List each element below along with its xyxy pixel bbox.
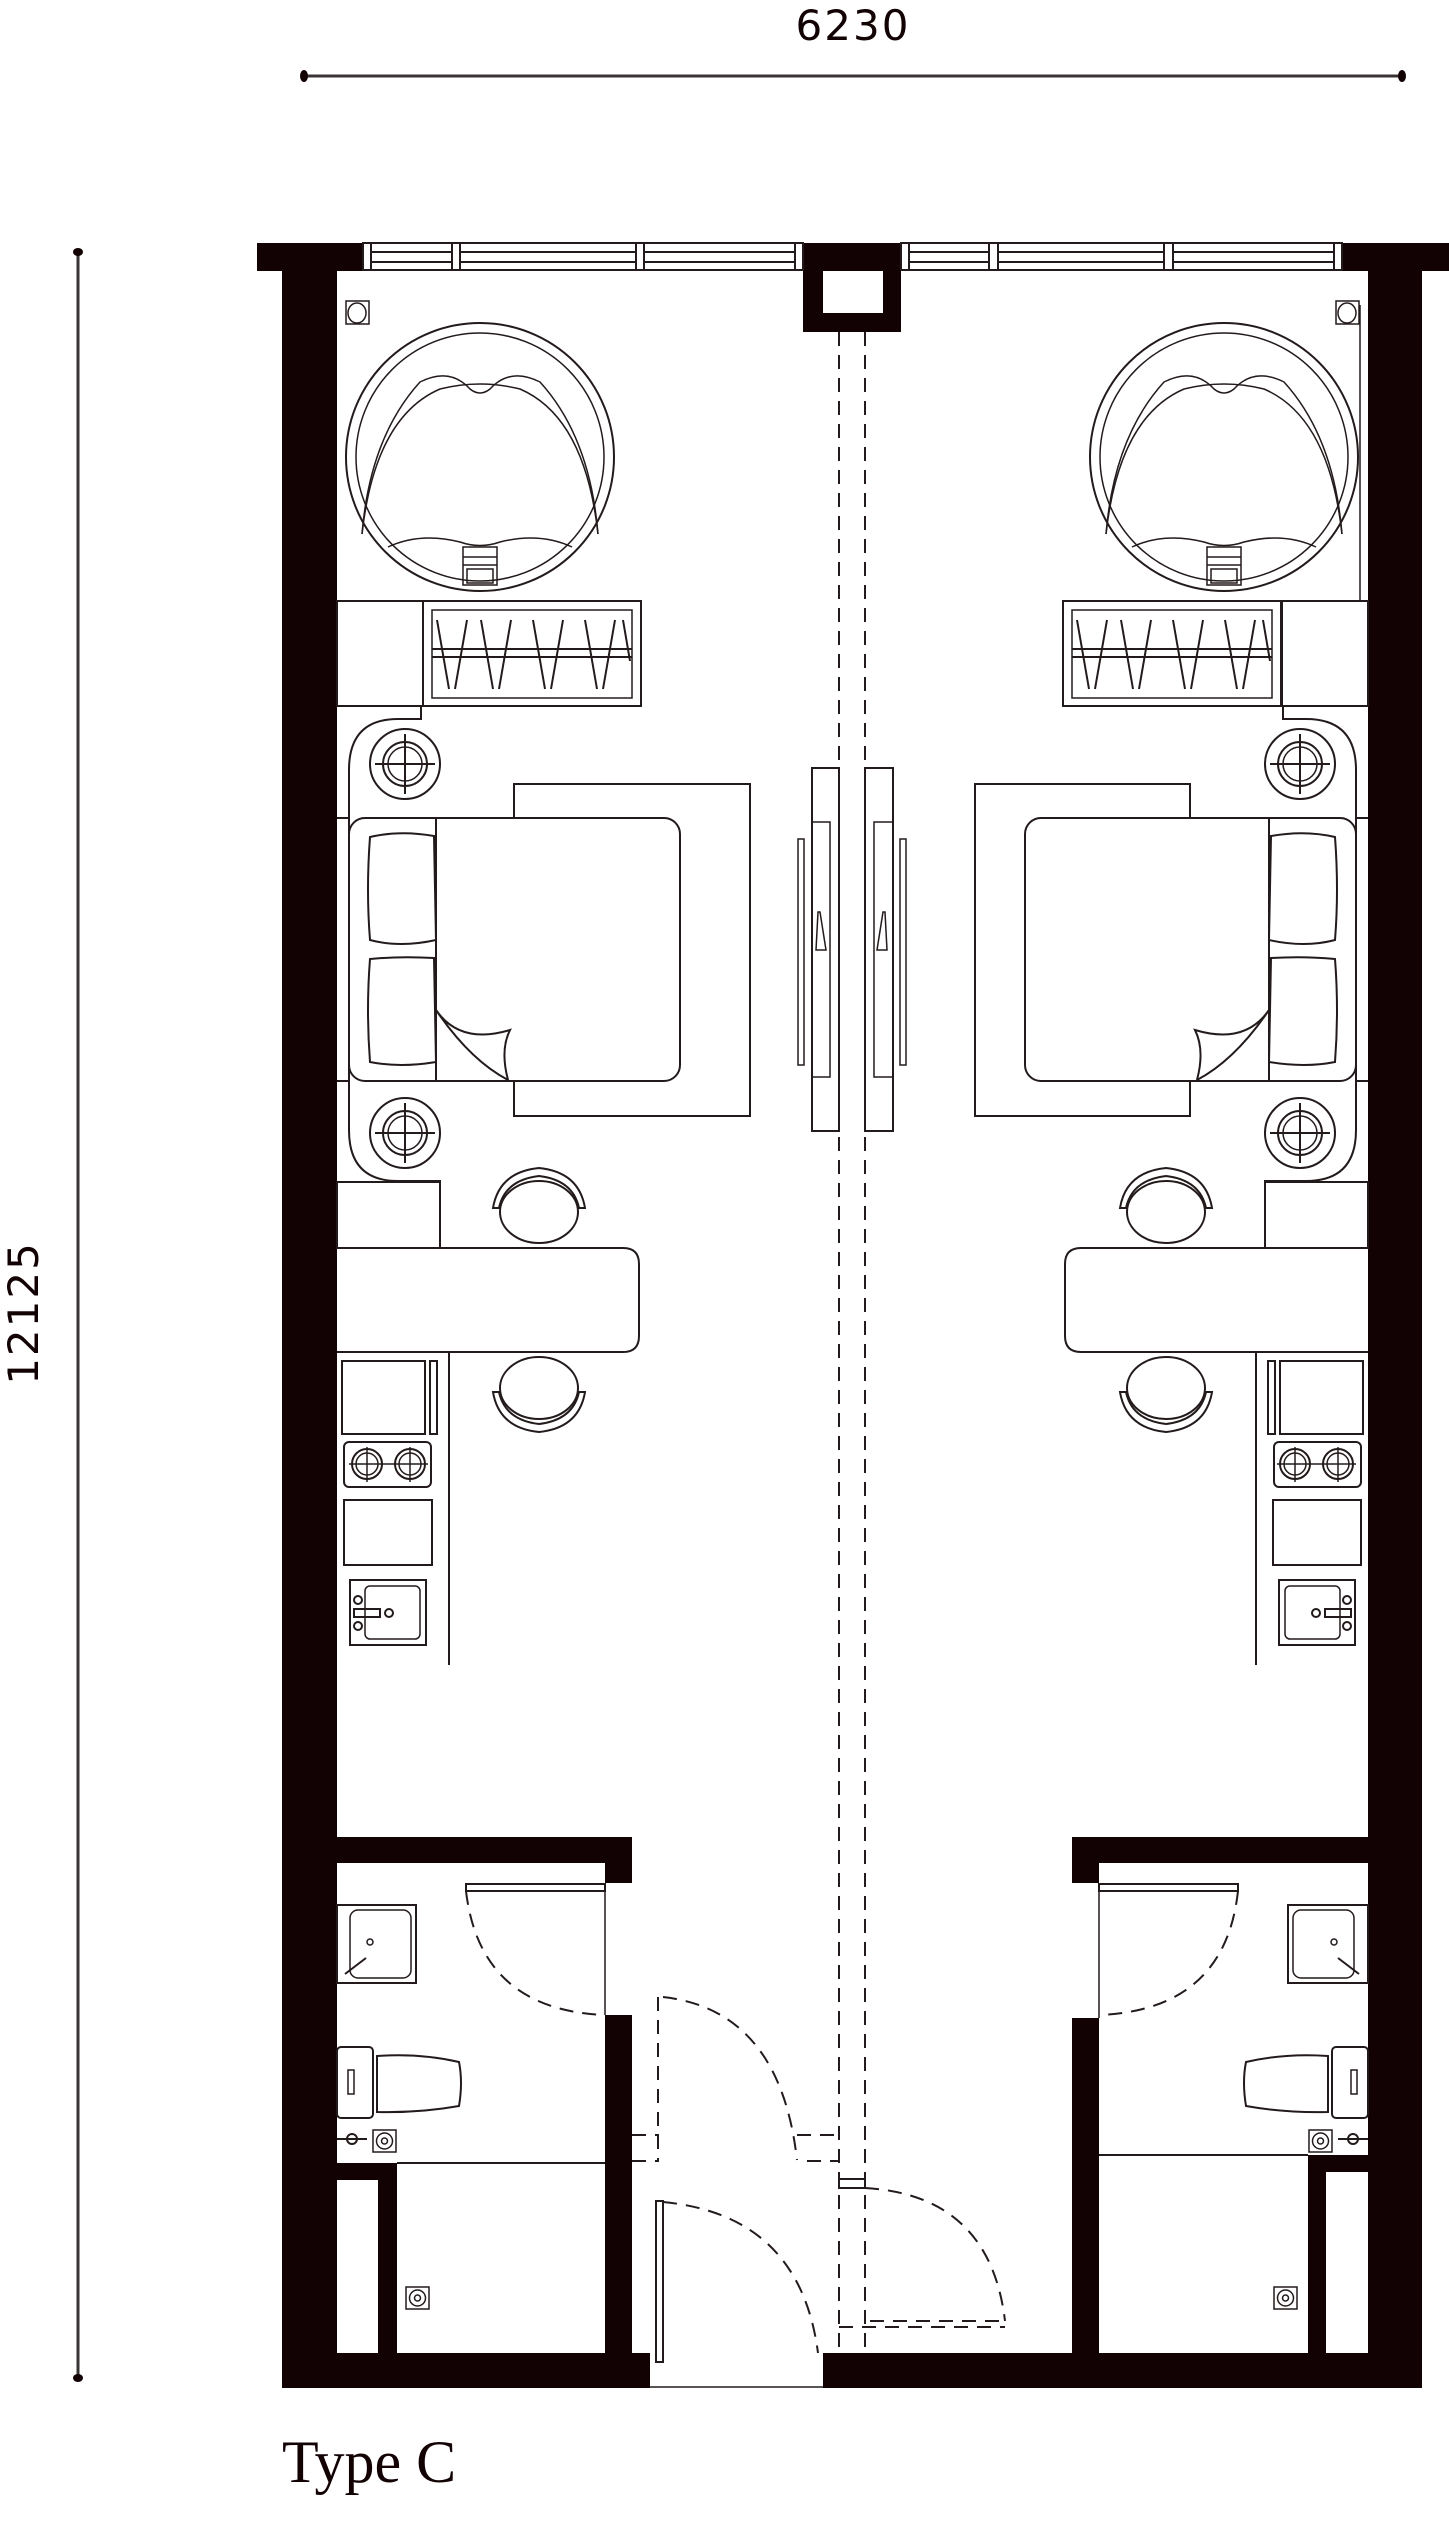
column-marker-left [345, 300, 370, 325]
bed-left [348, 817, 681, 1082]
entrance-door [632, 1996, 1006, 2388]
basin-left [336, 1904, 417, 1984]
window-left [362, 242, 804, 271]
width-dimension-label: 6230 [796, 1, 911, 50]
right-unit [974, 300, 1369, 2355]
desk-left [337, 1247, 640, 1353]
bed-right [1024, 817, 1357, 1082]
bathtub-right [1089, 322, 1359, 592]
left-unit [336, 300, 751, 2355]
wardrobe-right [1062, 600, 1282, 707]
width-dimension: 6230 [300, 1, 1406, 82]
exterior-walls [257, 243, 1449, 2388]
kitchen-sink-left [349, 1579, 427, 1646]
depth-dimension: 12125 [0, 248, 83, 2382]
central-partition [838, 332, 866, 2353]
wardrobe-left [422, 600, 642, 707]
depth-dimension-label: 12125 [0, 1241, 48, 1385]
unit-type-label: Type C [282, 2429, 457, 2495]
cabinet-left [336, 600, 424, 707]
toilet-left [336, 2046, 374, 2119]
desk-right [1064, 1247, 1368, 1353]
fridge-left [341, 1360, 426, 1435]
hob-left [343, 1441, 432, 1488]
tv-wall [797, 767, 907, 1132]
bathtub-left [345, 322, 615, 592]
window-right [900, 242, 1343, 271]
